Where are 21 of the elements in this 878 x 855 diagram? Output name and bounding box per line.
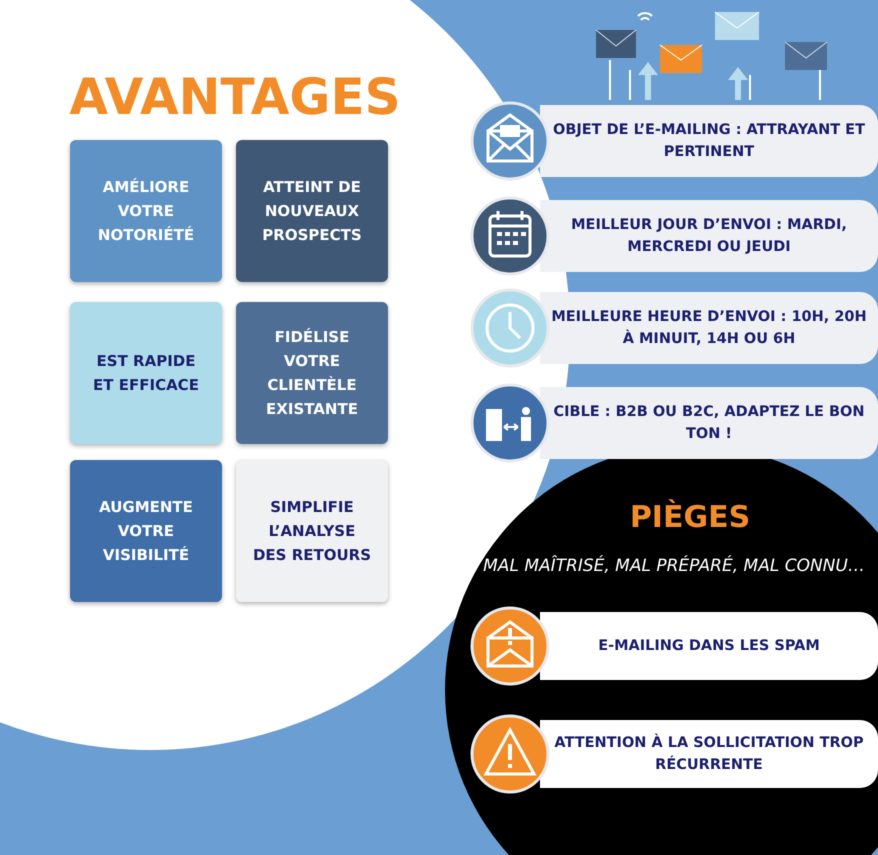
- tip-text: OBJET DE L’E-MAILING : ATTRAYANT ET PERTINENT: [552, 121, 866, 162]
- tip-text: ATTENTION À LA SOLLICITATION TROP RÉCURRENTE: [553, 732, 865, 775]
- tip-text: E-MAILING DANS LES SPAM: [597, 637, 821, 656]
- tip-text: CIBLE : B2B OU B2C, ADAPTEZ LE BON TON !: [552, 403, 866, 444]
- tile-text: AMÉLIORE VOTRE NOTORIÉTÉ: [96, 177, 196, 246]
- tile-text: FIDÉLISE VOTRE CLIENTÈLE EXISTANTE: [265, 327, 359, 420]
- tile-text: ATTEINT DE NOUVEAUX PROSPECTS: [261, 177, 363, 246]
- tile-text: AUGMENTE VOTRE VISIBILITÉ: [98, 497, 194, 566]
- section-heading: AVANTAGES: [68, 68, 402, 126]
- tile-card: [70, 460, 222, 602]
- tile-card: [236, 302, 388, 444]
- tile-card: [236, 460, 388, 602]
- tile-text: SIMPLIFIE L’ANALYSE DES RETOURS: [252, 497, 372, 566]
- subtitle: MAL MAÎTRISÉ, MAL PRÉPARÉ, MAL CONNU…: [482, 556, 866, 576]
- tile-card: [70, 302, 222, 444]
- tile-card: [236, 140, 388, 282]
- section-heading: PIÈGES: [628, 500, 752, 535]
- tip-text: MEILLEUR JOUR D’ENVOI : MARDI, MERCREDI OU JEUDI: [570, 216, 848, 257]
- tile-card: [70, 140, 222, 282]
- tile-text: EST RAPIDE ET EFFICACE: [92, 351, 200, 396]
- tip-text: MEILLEURE HEURE D’ENVOI : 10H, 20H À MINUIT, 14H OU 6H: [550, 308, 868, 349]
